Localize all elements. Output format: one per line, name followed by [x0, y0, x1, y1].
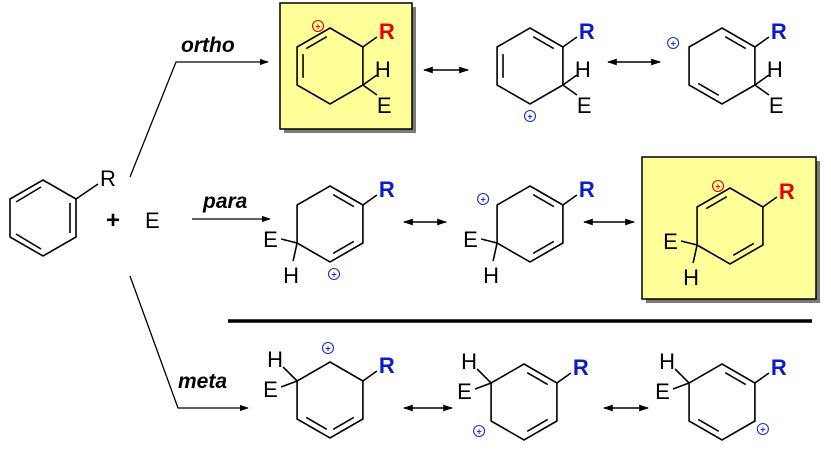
electrophile-label: E [655, 379, 670, 404]
substituent-label: R [779, 179, 795, 204]
ortho-resonance-1: RHE [296, 19, 395, 118]
substituent-label: R [579, 177, 595, 202]
substituent-label: R [573, 355, 589, 380]
ortho-label: ortho [181, 34, 235, 57]
svg-text:+: + [476, 427, 481, 437]
para-resonance-1: R EH [263, 177, 395, 288]
ortho-pathway-arrow [129, 58, 269, 178]
electrophile-label: E [663, 229, 678, 254]
carbocation-charge: + [473, 424, 486, 438]
svg-text:+: + [480, 195, 485, 205]
ortho-resonance-3: RHE [688, 19, 787, 118]
substituent-label: R [771, 19, 787, 44]
electrophile-label: E [457, 379, 472, 404]
substituent-label: R [379, 19, 395, 44]
electrophile-label: E [577, 93, 592, 118]
hydrogen-label: H [575, 57, 591, 82]
ortho-resonance-2: RHE [496, 19, 595, 118]
svg-text:+: + [325, 344, 330, 354]
highlight-box-para [641, 156, 820, 303]
hydrogen-label: H [659, 349, 675, 374]
carbocation-charge: + [756, 422, 769, 436]
carbocation-charge: + [523, 109, 537, 123]
meta-resonance-1: R HE [263, 347, 395, 439]
carbocation-charge: + [711, 179, 725, 193]
substituent-label: R [579, 19, 595, 44]
electrophile-label: E [263, 377, 278, 402]
svg-text:+: + [315, 22, 320, 32]
substituent-label: R [379, 353, 395, 378]
para-label: para [202, 190, 248, 213]
plus-sign: + [106, 207, 120, 234]
electrophile-label: E [769, 93, 784, 118]
para-resonance-3: R EH [663, 179, 795, 290]
hydrogen-label: H [283, 263, 299, 288]
electrophile-label: E [463, 227, 478, 252]
substituent-label: R [771, 355, 787, 380]
meta-pathway-arrow [129, 275, 249, 412]
svg-text:+: + [760, 425, 765, 435]
charges: + + + + + + + + + [311, 19, 769, 438]
carbocation-charge: + [311, 19, 325, 33]
electrophile-label: E [145, 208, 160, 233]
hydrogen-label: H [375, 57, 391, 82]
meta-resonance-3: R HE [655, 349, 787, 441]
reactant-benzene [9, 179, 99, 257]
reactant-substituent-label: R [100, 166, 116, 191]
resonance-arrows [403, 58, 661, 412]
meta-label: meta [178, 370, 227, 393]
carbocation-charge: + [667, 36, 680, 50]
electrophile-label: E [377, 93, 392, 118]
carbocation-charge: + [477, 192, 490, 206]
carbocation-charge: + [321, 341, 335, 355]
hydrogen-label: H [483, 263, 499, 288]
substituent-label: R [379, 177, 395, 202]
hydrogen-label: H [267, 347, 283, 372]
hydrogen-label: H [683, 265, 699, 290]
svg-text:+: + [331, 270, 336, 280]
svg-text:+: + [670, 39, 675, 49]
hydrogen-label: H [767, 57, 783, 82]
hydrogen-label: H [461, 349, 477, 374]
meta-resonance-2: R HE [457, 349, 589, 441]
highlight-box-ortho [279, 2, 416, 133]
carbocation-charge: + [327, 267, 341, 281]
svg-text:+: + [715, 182, 720, 192]
para-resonance-2: R EH [463, 177, 595, 288]
svg-text:+: + [527, 112, 532, 122]
electrophile-label: E [263, 227, 278, 252]
